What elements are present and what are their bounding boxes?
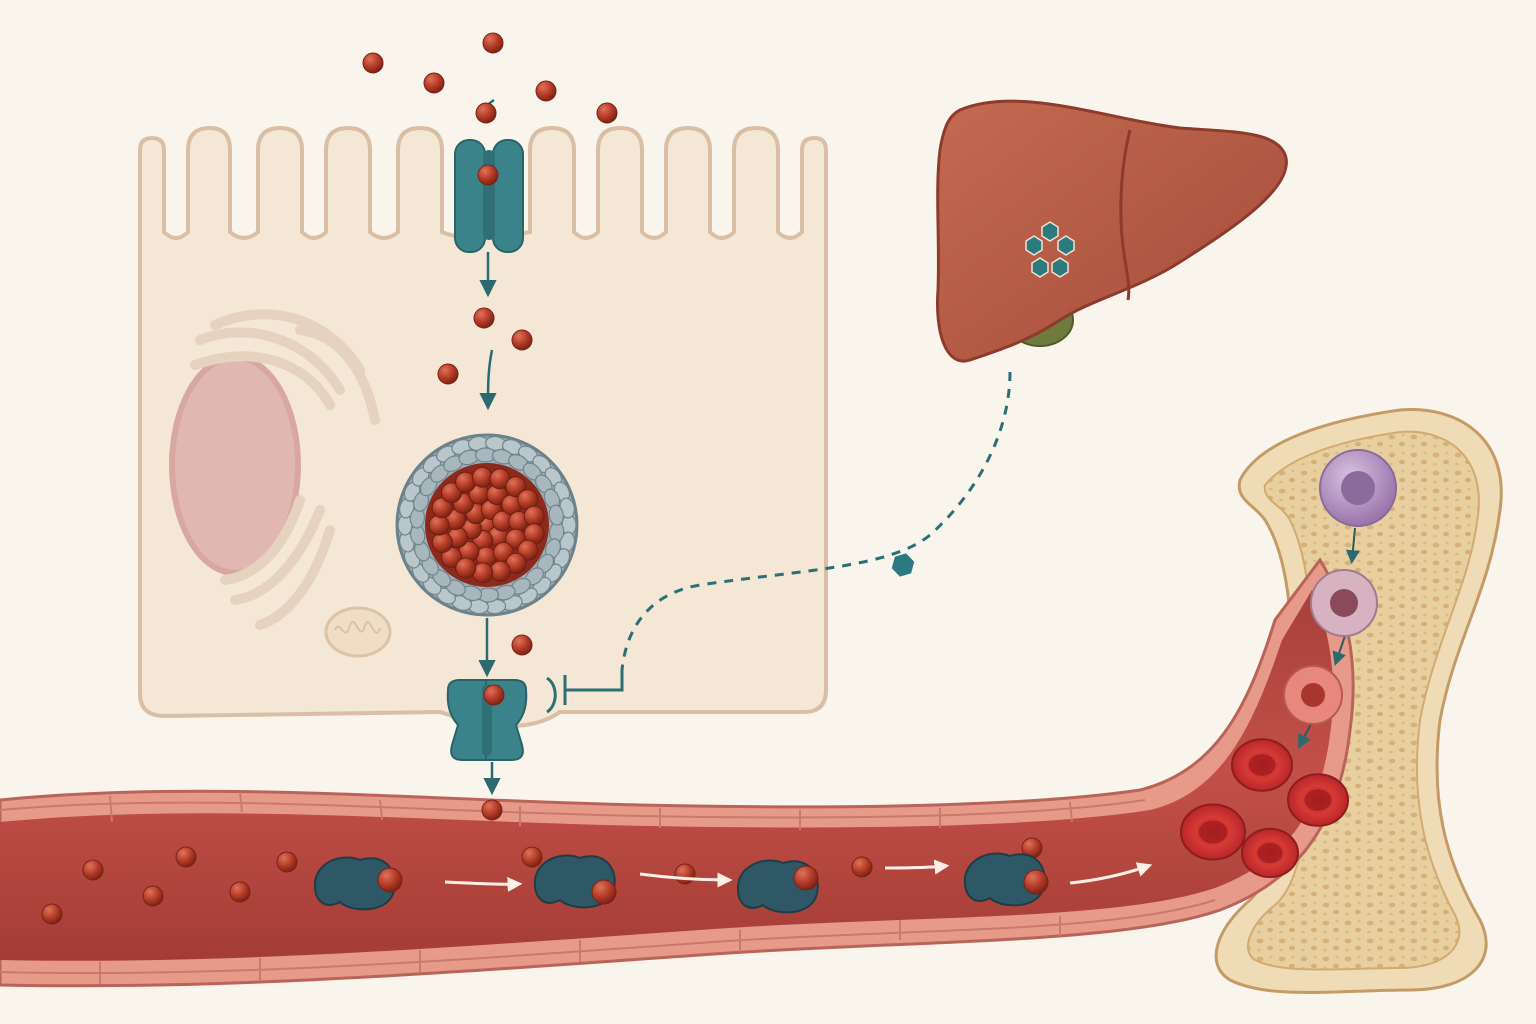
iron-particle-icon: [41, 903, 63, 925]
hepcidin-icon: [891, 553, 915, 577]
ferritin-iron: [489, 560, 511, 582]
iron-particle-icon: [477, 164, 499, 186]
iron-particle-icon: [483, 684, 505, 706]
transport-arrows: [478, 98, 501, 796]
iron-particle-icon: [674, 863, 696, 885]
transferrin-icon: [963, 852, 1049, 907]
iron-particle-icon: [362, 52, 384, 74]
iron-particle-icon: [511, 329, 533, 351]
ferritin-iron: [471, 466, 493, 488]
red-blood-cell: [1241, 827, 1299, 879]
iron-particle-icon: [142, 885, 164, 907]
ferritin-iron: [428, 514, 450, 536]
ferritin-shell-subunits: [397, 435, 577, 615]
dmt1-transporter-icon: [454, 139, 524, 253]
transferrin-carriers: [313, 852, 1049, 914]
iron-particle-icon: [596, 102, 618, 124]
ferritin-iron: [441, 546, 463, 568]
bound-iron: [793, 865, 819, 891]
iron-particle-icon: [851, 856, 873, 878]
ferritin-iron: [505, 476, 527, 498]
golgi-apparatus: [190, 309, 380, 630]
maturation-arrows: [1298, 527, 1360, 749]
transferrin-icon: [533, 854, 617, 909]
iron-particle-icon: [437, 363, 459, 385]
ferritin-iron: [517, 539, 539, 561]
iron-particle-icon: [481, 799, 503, 821]
red-blood-cell: [1180, 803, 1246, 861]
iron-particle-icon: [535, 80, 557, 102]
iron-particle-icon: [475, 102, 497, 124]
enterocyte-cell: [138, 125, 828, 728]
hepcidin-signal: [620, 371, 1012, 671]
ferritin-iron: [431, 531, 453, 553]
iron-particle-icon: [82, 859, 104, 881]
iron-particle-icon: [229, 881, 251, 903]
ferritin-iron: [523, 505, 545, 527]
iron-particle-icon: [473, 307, 495, 329]
liver-icon: [936, 99, 1288, 363]
ferritin-subunit: [548, 504, 564, 526]
red-blood-cell: [1231, 738, 1293, 792]
iron-particle-icon: [276, 851, 298, 873]
red-blood-cell-icon: [1180, 738, 1349, 879]
transferrin-icon: [736, 859, 819, 914]
iron-particle-icon: [175, 846, 197, 868]
vessel-wall-cells: [0, 791, 1216, 984]
flow-arrows: [444, 859, 1153, 892]
mitochondrion: [324, 606, 392, 658]
hepcidin-cluster-icon: [1025, 221, 1075, 278]
inhibition-bar: [546, 670, 624, 714]
iron-particle-icon: [511, 634, 533, 656]
ferritin-iron: [431, 497, 453, 519]
ferritin-iron: [455, 557, 477, 579]
iron-particles: [41, 32, 1043, 925]
bound-iron: [591, 879, 617, 905]
iron-particle-icon: [423, 72, 445, 94]
erythroid-progenitors: [1283, 449, 1397, 725]
bound-iron: [1023, 869, 1049, 895]
ferritin-iron-core: [428, 466, 545, 584]
bound-iron: [377, 867, 403, 893]
iron-particle-icon: [521, 846, 543, 868]
ferritin-iron: [440, 482, 462, 504]
iron-particle-icon: [482, 32, 504, 54]
red-blood-cell: [1287, 773, 1349, 827]
transferrin-icon: [313, 856, 403, 911]
